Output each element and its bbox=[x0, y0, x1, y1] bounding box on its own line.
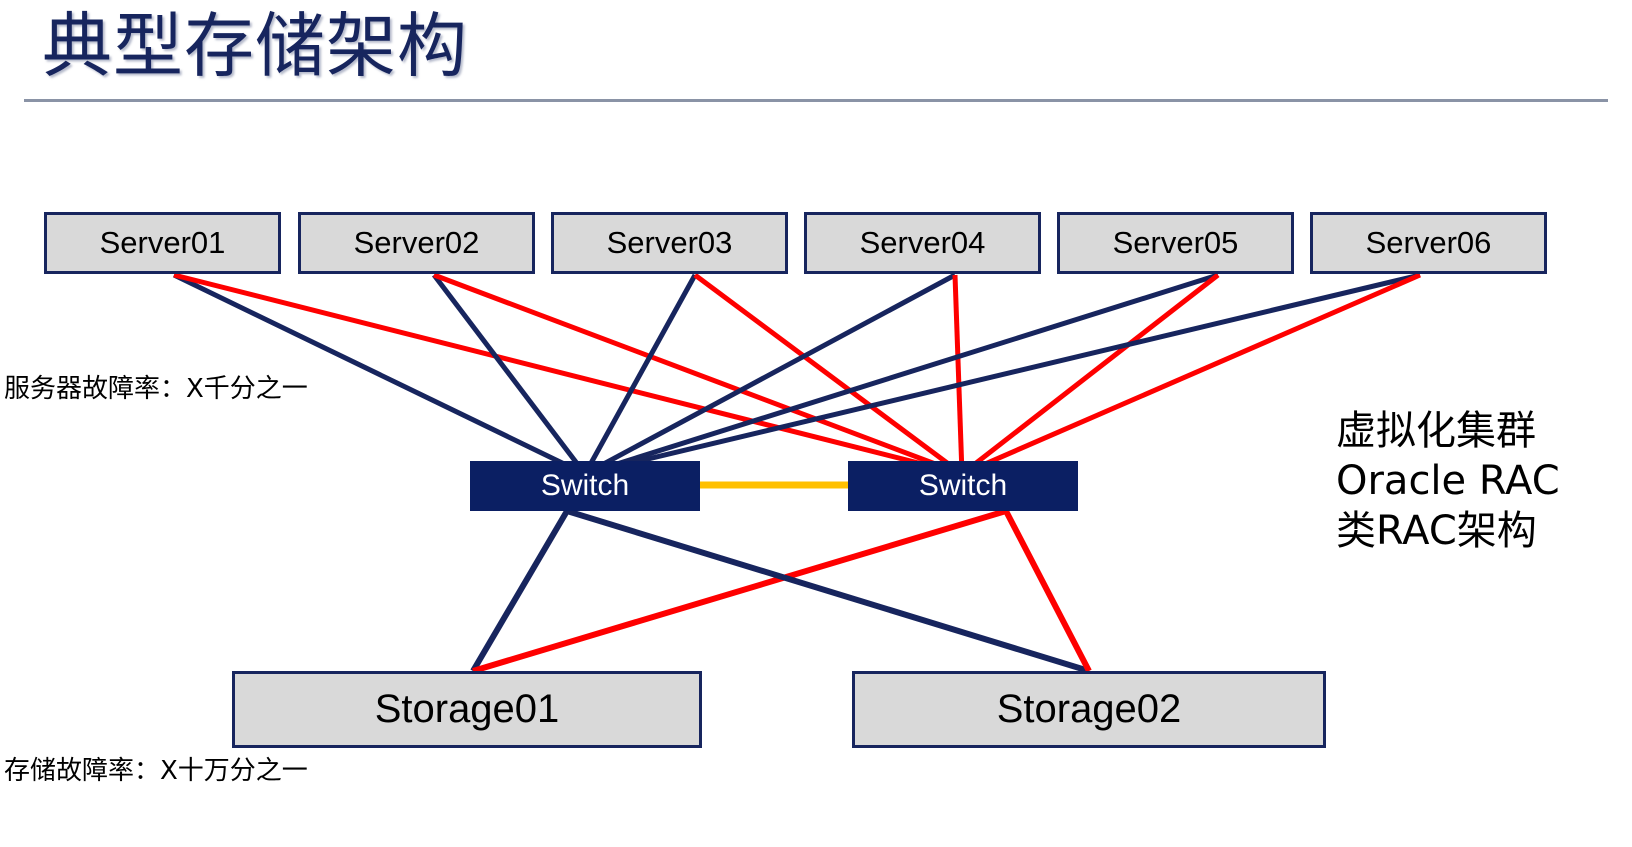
server-node-3[interactable]: Server03 bbox=[551, 212, 788, 274]
server-node-3-label: Server03 bbox=[606, 225, 733, 260]
link-server4-switch2 bbox=[952, 274, 965, 475]
storage-failure-rate-label: 存储故障率：X十万分之一 bbox=[4, 756, 308, 786]
switch-to-storage-links bbox=[470, 508, 1092, 674]
link-server2-switch2 bbox=[433, 272, 963, 477]
link-server3-switch1 bbox=[582, 273, 698, 476]
storage-node-2-label: Storage02 bbox=[996, 687, 1182, 731]
switch-node-2[interactable]: Switch bbox=[848, 461, 1078, 511]
link-switch1-storage2 bbox=[566, 508, 1090, 674]
link-switch2-storage2 bbox=[1003, 509, 1092, 673]
link-server1-switch1 bbox=[172, 272, 587, 477]
storage-node-1[interactable]: Storage01 bbox=[232, 671, 702, 748]
link-server4-switch1 bbox=[583, 272, 957, 477]
server-node-1-label: Server01 bbox=[99, 225, 226, 260]
server-node-1[interactable]: Server01 bbox=[44, 212, 281, 274]
cluster-note-line-2: Oracle RAC bbox=[1336, 458, 1560, 504]
server-node-4-label: Server04 bbox=[859, 225, 986, 260]
cluster-note-line-1: 虚拟化集群 bbox=[1336, 408, 1536, 454]
server-node-5-label: Server05 bbox=[1112, 225, 1239, 260]
server-node-2[interactable]: Server02 bbox=[298, 212, 535, 274]
link-server3-switch2 bbox=[693, 272, 964, 477]
link-server2-switch1 bbox=[432, 273, 587, 476]
server-failure-rate-label: 服务器故障率：X千分之一 bbox=[4, 374, 308, 404]
server-node-5[interactable]: Server05 bbox=[1057, 212, 1294, 274]
storage-node-2[interactable]: Storage02 bbox=[852, 671, 1326, 748]
server-node-2-label: Server02 bbox=[353, 225, 480, 260]
title-divider bbox=[24, 99, 1608, 102]
server-node-4[interactable]: Server04 bbox=[804, 212, 1041, 274]
link-server6-switch2 bbox=[961, 272, 1421, 477]
page-title: 典型存储架构 bbox=[42, 5, 468, 87]
link-switch1-storage1 bbox=[470, 509, 570, 673]
storage-node-1-label: Storage01 bbox=[374, 687, 560, 731]
server-node-6-label: Server06 bbox=[1365, 225, 1492, 260]
cluster-note-line-3: 类RAC架构 bbox=[1336, 508, 1537, 554]
link-server1-switch2 bbox=[173, 272, 963, 477]
switch-node-1-label: Switch bbox=[540, 469, 630, 502]
switch-node-2-label: Switch bbox=[918, 469, 1008, 502]
link-switch2-storage1 bbox=[472, 508, 1007, 674]
server-node-6[interactable]: Server06 bbox=[1310, 212, 1547, 274]
link-server5-switch1 bbox=[584, 272, 1219, 477]
link-server6-switch1 bbox=[584, 272, 1421, 477]
link-server5-switch2 bbox=[960, 273, 1220, 476]
server-to-switch-links bbox=[172, 272, 1421, 477]
switch-node-1[interactable]: Switch bbox=[470, 461, 700, 511]
